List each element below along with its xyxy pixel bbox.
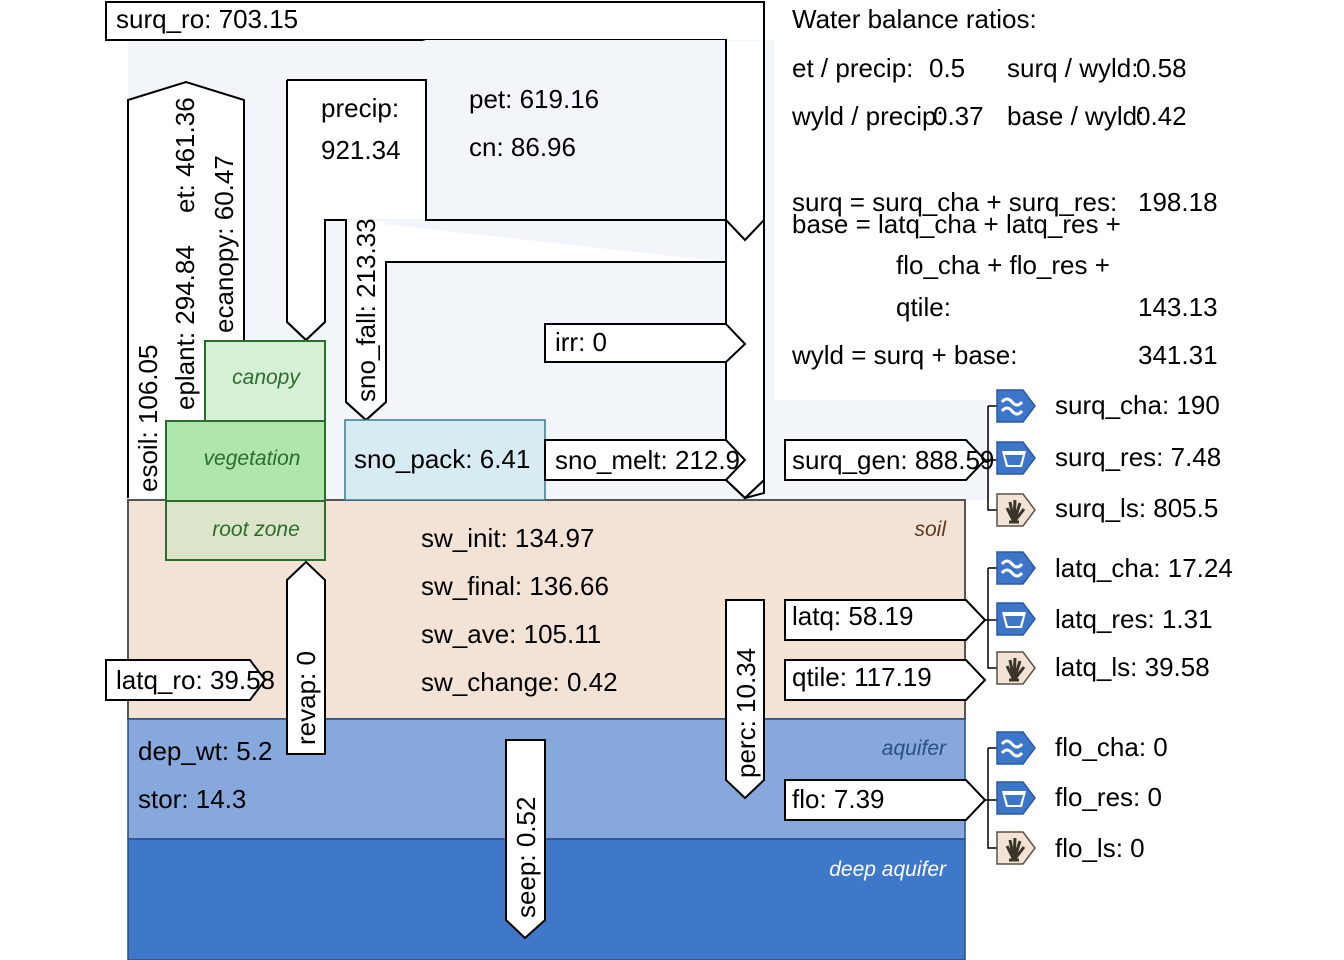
surq-res-label: surq_res: 7.48	[1055, 442, 1221, 472]
seep-arrow	[505, 739, 546, 940]
flo-res-label: flo_res: 0	[1055, 782, 1162, 812]
stor-label: stor: 14.3	[138, 784, 246, 814]
cn-label: cn: 86.96	[469, 132, 576, 162]
revap-label: revap: 0	[291, 651, 321, 745]
precip-label-1: precip:	[321, 93, 399, 123]
dep-wt-label: dep_wt: 5.2	[138, 736, 272, 766]
surq-wyld-label: surq / wyld:	[1007, 53, 1139, 83]
vegetation-label: vegetation	[204, 447, 301, 470]
deep-aquifer-label: deep aquifer	[829, 858, 947, 881]
reservoir-icon	[996, 781, 1036, 815]
wyld-precip-value: 0.37	[933, 101, 984, 131]
sw-init-label: sw_init: 134.97	[421, 523, 594, 553]
esoil-label: esoil: 106.05	[133, 345, 163, 492]
latq-ro-label: latq_ro: 39.58	[116, 665, 275, 695]
et-label: et: 461.36	[170, 97, 200, 213]
perc-label: perc: 10.34	[731, 648, 761, 778]
base-wyld-label: base / wyld:	[1007, 101, 1144, 131]
flo-label: flo: 7.39	[792, 784, 885, 814]
ecanopy-label: ecanopy: 60.47	[209, 155, 239, 333]
flo-cha-label: flo_cha: 0	[1055, 732, 1168, 762]
eplant-label: eplant: 294.84	[170, 245, 200, 410]
irr-label: irr: 0	[555, 327, 607, 357]
sno-pack-box	[344, 419, 546, 501]
channel-icon	[995, 388, 1037, 424]
canopy-box	[204, 340, 326, 422]
base-equation-3: qtile:	[896, 292, 951, 322]
sw-final-label: sw_final: 136.66	[421, 571, 609, 601]
vegetation-box	[165, 420, 326, 502]
base-wyld-value: 0.42	[1136, 101, 1187, 131]
sno-pack-label: sno_pack: 6.41	[354, 444, 530, 474]
surq-wyld-value: 0.58	[1136, 53, 1187, 83]
canopy-label: canopy	[232, 366, 301, 389]
channel-icon	[995, 730, 1037, 766]
wyld-precip-label: wyld / precip:	[791, 101, 944, 131]
et-arrow	[127, 80, 245, 498]
landscape-icon	[995, 830, 1037, 866]
landscape-icon	[995, 650, 1037, 686]
precip-label-2: 921.34	[321, 135, 401, 165]
perc-arrow	[725, 599, 765, 800]
irr-arrow	[544, 323, 747, 363]
surq-ro-label: surq_ro: 703.15	[116, 4, 298, 34]
latq-res-label: latq_res: 1.31	[1055, 604, 1213, 634]
surq-gen-label: surq_gen: 888.59	[792, 445, 994, 475]
water-balance-ratios-panel: Water balance ratios: et / precip: 0.5 s…	[791, 4, 1218, 370]
soil-label: soil	[914, 518, 947, 541]
deep-aquifer-layer	[127, 838, 966, 960]
base-equation-2: flo_cha + flo_res +	[896, 250, 1110, 280]
flo-ls-label: flo_ls: 0	[1055, 833, 1145, 863]
revap-arrow	[286, 560, 326, 755]
latq-arrow	[784, 599, 987, 641]
seep-label: seep: 0.52	[511, 797, 541, 918]
et-precip-label: et / precip:	[792, 53, 913, 83]
landscape-icon	[995, 492, 1037, 528]
et-precip-value: 0.5	[929, 53, 965, 83]
reservoir-icon	[996, 602, 1036, 636]
root-zone-box	[165, 500, 326, 561]
flo-arrow	[784, 779, 987, 821]
aquifer-label: aquifer	[882, 737, 947, 760]
qtile-arrow	[784, 659, 987, 701]
sno-melt-arrow	[544, 439, 747, 481]
root-zone-label: root zone	[212, 518, 300, 541]
surq-gen-arrow	[784, 439, 987, 481]
channel-icon	[995, 550, 1037, 586]
qtile-label: qtile: 117.19	[792, 662, 932, 692]
reservoir-icon	[996, 441, 1036, 475]
pet-label: pet: 619.16	[469, 84, 599, 114]
sno-melt-label: sno_melt: 212.9	[555, 445, 740, 475]
wyld-equation: wyld = surq + base:	[791, 340, 1017, 370]
surq-equation: surq = surq_cha + surq_res:	[792, 187, 1117, 217]
sw-change-label: sw_change: 0.42	[421, 667, 618, 697]
base-value: 143.13	[1138, 292, 1218, 322]
latq-ro-arrow	[105, 659, 267, 701]
latq-cha-label: latq_cha: 17.24	[1055, 553, 1233, 583]
wyld-value: 341.31	[1138, 340, 1218, 370]
surq-ls-label: surq_ls: 805.5	[1055, 493, 1218, 523]
base-equation-1: base = latq_cha + latq_res +	[792, 209, 1121, 239]
ratios-title: Water balance ratios:	[792, 4, 1037, 34]
sw-ave-label: sw_ave: 105.11	[421, 619, 601, 649]
sno-fall-label: sno_fall: 213.33	[351, 218, 381, 402]
latq-label: latq: 58.19	[792, 601, 913, 631]
latq-ls-label: latq_ls: 39.58	[1055, 652, 1210, 682]
surq-cha-label: surq_cha: 190	[1055, 390, 1220, 420]
surq-value: 198.18	[1138, 187, 1218, 217]
